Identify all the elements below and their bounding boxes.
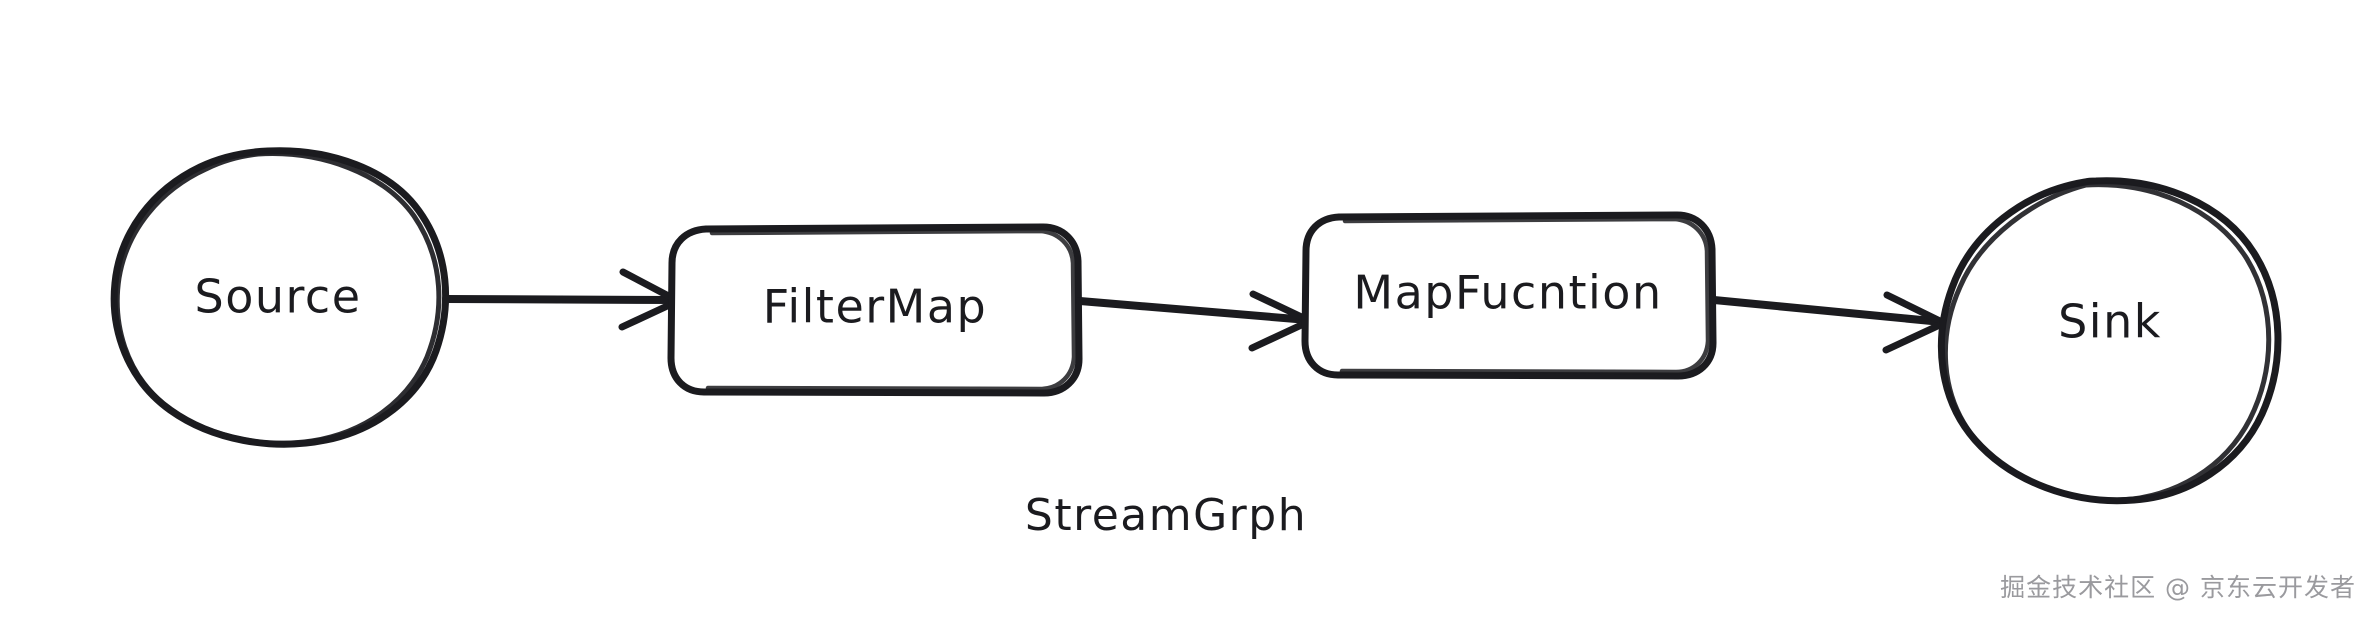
edge-1-line — [442, 295, 680, 304]
sink-outline-secondary — [1942, 182, 2272, 503]
mapfucntion-rect-fill — [1305, 216, 1712, 375]
watermark-label: 掘金技术社区 @ 京东云开发者 — [2000, 573, 2356, 602]
edge-filtermap-mapfucntion[interactable] — [1076, 290, 1314, 352]
node-label-filtermap: FilterMap — [763, 280, 988, 334]
node-label-source: Source — [195, 270, 362, 324]
sink-ellipse-fill — [1940, 180, 2276, 500]
source-outline-secondary — [114, 151, 442, 446]
node-label-mapfucntion: MapFucntion — [1353, 266, 1662, 320]
edge-2-arrowhead-lower — [1248, 317, 1314, 352]
edge-3-line — [1710, 296, 1946, 326]
edge-source-filtermap[interactable] — [442, 268, 682, 331]
edge-2-arrowhead-upper — [1249, 290, 1314, 325]
edge-2-line — [1076, 297, 1312, 324]
source-ellipse-fill — [113, 150, 444, 442]
edge-mapfucntion-sink[interactable] — [1710, 291, 1948, 354]
node-mapfucntion[interactable]: MapFucntion — [1301, 211, 1717, 380]
node-sink[interactable]: Sink — [1937, 177, 2282, 505]
filtermap-rect-fill — [672, 228, 1078, 392]
diagram-caption: StreamGrph — [1025, 490, 1307, 541]
mapfucntion-outline-primary — [1301, 211, 1717, 380]
node-label-sink: Sink — [2058, 295, 2162, 349]
node-source[interactable]: Source — [110, 147, 450, 448]
mapfucntion-outline-secondary — [1339, 216, 1711, 375]
edge-3-arrowhead-upper — [1883, 291, 1948, 327]
filtermap-outline-primary — [667, 223, 1083, 397]
node-filtermap[interactable]: FilterMap — [667, 223, 1083, 397]
filtermap-outline-secondary — [705, 228, 1077, 392]
edge-3-arrowhead-lower — [1882, 319, 1948, 354]
